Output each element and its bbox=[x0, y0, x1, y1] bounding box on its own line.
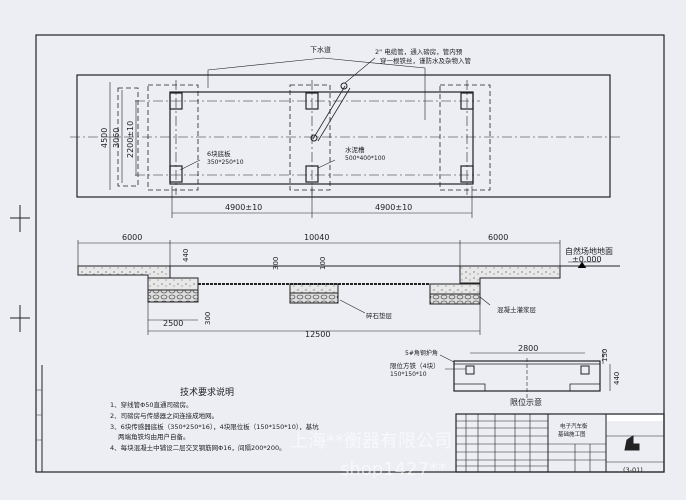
left-strip-cells bbox=[36, 389, 42, 441]
dim-2200: 2200±10 bbox=[126, 121, 135, 158]
dim-4500: 4500 bbox=[100, 128, 109, 148]
dim-100: 100 bbox=[319, 257, 327, 270]
label-ground: 自然场地地面 bbox=[565, 246, 613, 256]
notes-line: 两端角铁均由用户自备。 bbox=[118, 432, 190, 441]
notes-title: 技术要求说明 bbox=[180, 386, 234, 398]
base-plates bbox=[169, 92, 474, 183]
watermark-line-1: 上海**衡器有限公司 bbox=[290, 431, 452, 452]
label-gravel: 碎石垫层 bbox=[366, 311, 393, 320]
scale-platform bbox=[169, 91, 474, 185]
pit-outline bbox=[76, 74, 611, 198]
section-view bbox=[77, 240, 620, 335]
label-cable-2: 穿一根铁丝，谨防水及杂物入管 bbox=[380, 56, 472, 65]
binding-marks bbox=[10, 205, 43, 472]
drawing-name-2: 基础施工图 bbox=[558, 430, 586, 438]
label-base-plates: 6块底板 bbox=[207, 149, 231, 158]
label-base-plates-size: 350*250*10 bbox=[207, 159, 244, 166]
label-cement-trough-size: 500*400*100 bbox=[345, 155, 386, 162]
label-level: ±0.000 bbox=[572, 255, 602, 264]
watermark-line-2: shop1427** bbox=[340, 459, 447, 480]
label-concrete: 混凝土灌浆层 bbox=[497, 305, 537, 314]
dim-6000-left: 6000 bbox=[122, 233, 142, 242]
dim-150: 150 bbox=[601, 349, 609, 362]
label-cement-trough: 水泥槽 bbox=[345, 145, 365, 154]
label-limit-block: 限位方铁（4块） bbox=[390, 361, 440, 370]
dim-440-limit: 440 bbox=[613, 372, 621, 385]
cable-pipe bbox=[312, 85, 346, 140]
dim-440: 440 bbox=[182, 249, 190, 262]
dim-10040: 10040 bbox=[304, 233, 329, 242]
dim-300-a: 300 bbox=[272, 257, 280, 270]
dim-2800: 2800 bbox=[518, 344, 538, 353]
dim-3060: 3060 bbox=[112, 128, 121, 148]
dim-4900-right: 4900±10 bbox=[375, 203, 412, 212]
limit-diagram bbox=[439, 350, 611, 398]
dim-6000-right: 6000 bbox=[488, 233, 508, 242]
label-angle-steel: 5#角钢护角 bbox=[405, 349, 438, 357]
notes-line: 1、穿线管Φ50直通司磅房。 bbox=[110, 400, 193, 409]
drawing-number: (3-01) bbox=[623, 466, 643, 474]
notes-line: 2、司磅房与传感器之间连接成地网。 bbox=[110, 411, 218, 420]
drawing-frame bbox=[35, 34, 665, 473]
dim-2500: 2500 bbox=[163, 319, 183, 328]
company-logo-icon bbox=[624, 435, 640, 451]
limit-title: 限位示意 bbox=[510, 397, 542, 407]
dim-12500: 12500 bbox=[305, 330, 330, 339]
title-block bbox=[455, 413, 665, 473]
dim-300-b: 300 bbox=[204, 312, 212, 325]
notes-line: 4、每块混凝土中铺设二层交叉钢筋网Φ16，间隔200*200。 bbox=[110, 443, 286, 452]
label-drain: 下水道 bbox=[310, 45, 331, 54]
drawing-name-1: 电子汽车衡 bbox=[560, 422, 588, 430]
plan-view bbox=[70, 57, 620, 218]
notes-line: 3、6块传感器底板（350*250*16），4块限位板（150*150*10），… bbox=[110, 422, 319, 431]
dim-4900-left: 4900±10 bbox=[225, 203, 262, 212]
label-limit-block-size: 150*150*10 bbox=[390, 371, 427, 378]
label-cable: 2" 电缆管，通入磅房，管内预 bbox=[375, 47, 463, 56]
